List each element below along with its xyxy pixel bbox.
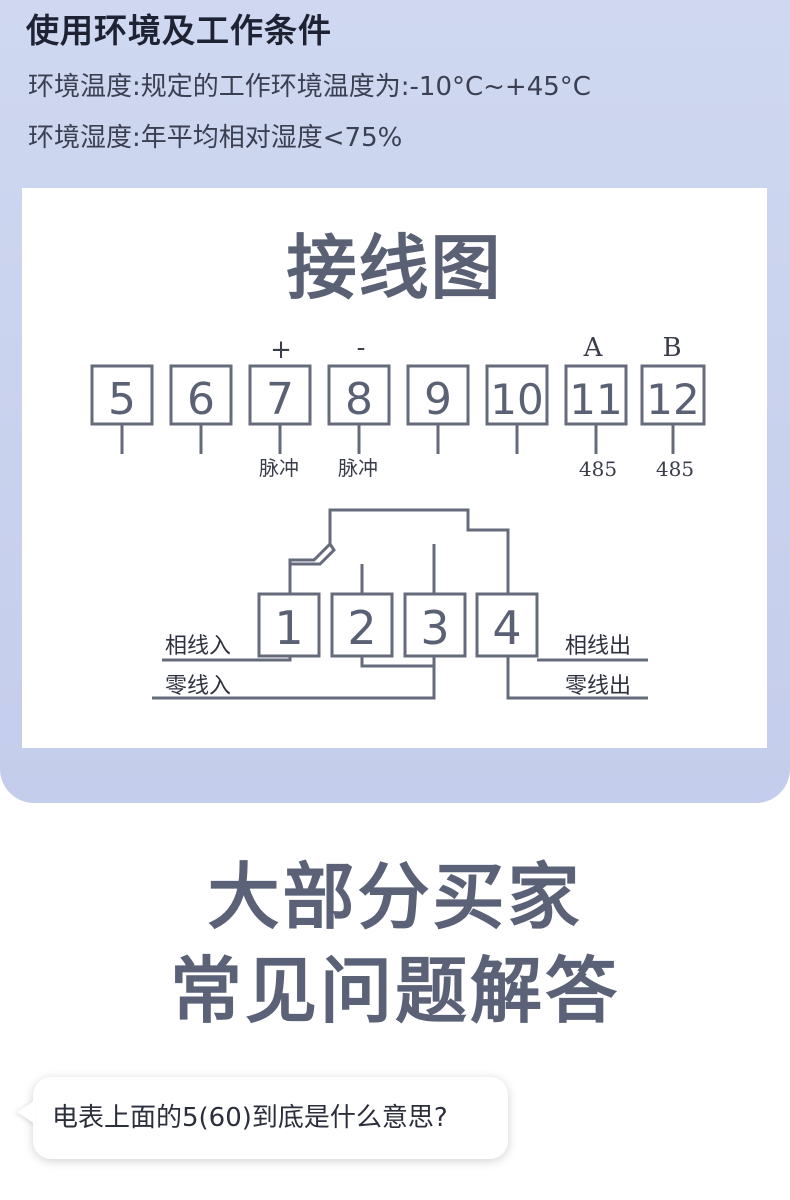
terminal-4-label: 4	[492, 601, 521, 655]
neutral-out-label: 零线出	[565, 674, 631, 699]
terminal-8-mark: -	[357, 333, 366, 363]
terminal-1-label: 1	[274, 601, 303, 655]
faq-title-line1: 大部分买家	[207, 855, 583, 939]
question-text: 电表上面的5(60)到底是什么意思?	[52, 1103, 448, 1133]
terminal-3-label: 3	[420, 601, 449, 655]
terminal-10-label: 10	[490, 375, 543, 424]
wiring-diagram-title: 接线图	[286, 227, 503, 309]
terminal-7-bottom-label: 脉冲	[259, 456, 299, 480]
wiring-diagram: 5 6 7 8 9 10 11 12 1 2 3 4 + - A B 脉冲 脉冲…	[90, 333, 706, 700]
faq-title-line2: 常见问题解答	[169, 949, 620, 1033]
phase-out-label: 相线出	[565, 634, 631, 659]
bubble-tail	[17, 1100, 35, 1124]
terminal-8-label: 8	[345, 374, 373, 425]
terminal-6-label: 6	[187, 374, 215, 425]
terminal-11-bottom-label: 485	[579, 457, 617, 481]
section-title: 使用环境及工作条件	[26, 11, 332, 50]
terminal-7-mark: +	[270, 335, 292, 365]
terminal-12-bottom-label: 485	[656, 457, 694, 481]
terminal-7-label: 7	[266, 374, 294, 425]
ambient-temperature-text: 环境温度:规定的工作环境温度为:-10°C~+45°C	[28, 72, 591, 102]
terminal-12-mark: B	[662, 333, 681, 363]
neutral-in-label: 零线入	[165, 674, 231, 699]
phase-in-label: 相线入	[165, 634, 231, 659]
terminal-2-label: 2	[347, 601, 376, 655]
question-bubble	[33, 1077, 508, 1159]
wiring-diagram-card: 接线图	[22, 188, 767, 748]
terminal-9-label: 9	[424, 374, 452, 425]
terminal-11-label: 11	[569, 375, 622, 424]
terminal-8-bottom-label: 脉冲	[338, 456, 378, 480]
terminal-5-label: 5	[108, 374, 136, 425]
terminal-11-mark: A	[583, 333, 604, 363]
ambient-humidity-text: 环境湿度:年平均相对湿度<75%	[28, 123, 403, 153]
terminal-12-label: 12	[646, 375, 699, 424]
